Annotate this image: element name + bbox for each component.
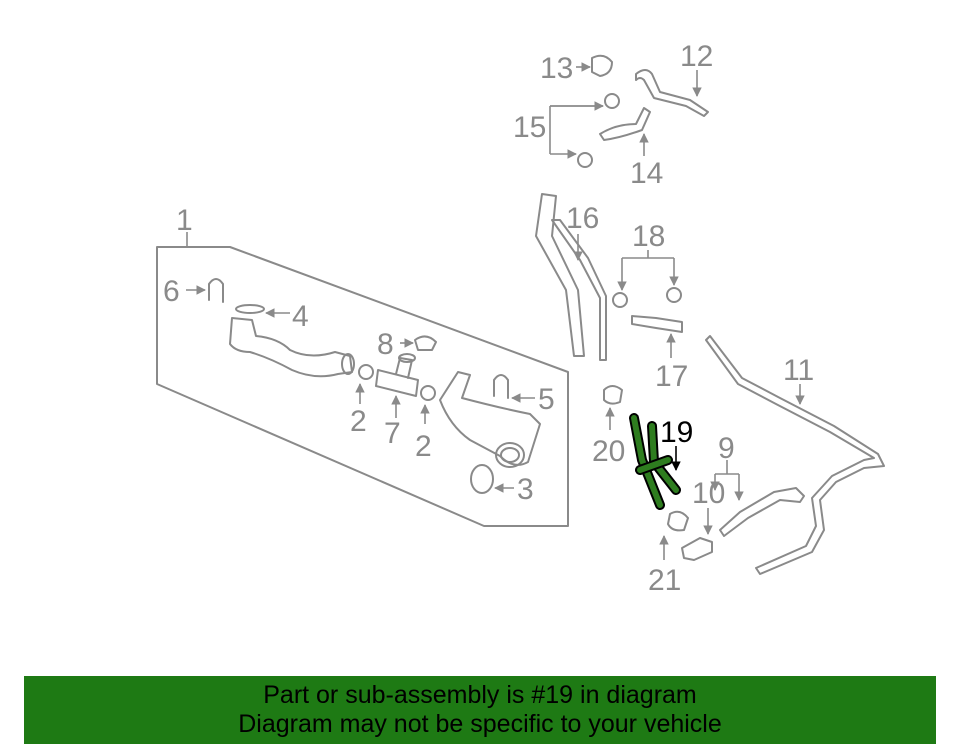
part-1-housing xyxy=(439,371,541,466)
part-13-clamp xyxy=(591,54,613,77)
part-19-hose xyxy=(629,413,681,510)
part-1-hose xyxy=(229,317,353,378)
part-21-clamp xyxy=(667,510,689,532)
callout-20: 20 xyxy=(592,435,625,468)
callout-5: 5 xyxy=(538,383,555,416)
part-5-clip xyxy=(493,374,509,399)
callout-1: 1 xyxy=(176,204,193,237)
callout-6: 6 xyxy=(163,275,180,308)
part-1-hose-end xyxy=(341,353,355,375)
callout-19: 19 xyxy=(660,416,693,449)
part-1-housing-port xyxy=(495,442,525,468)
part-14-hose xyxy=(599,107,651,141)
leader-15 xyxy=(549,105,603,154)
banner-line-1: Part or sub-assembly is #19 in diagram xyxy=(263,681,697,709)
part-18-clamp-b xyxy=(666,287,682,303)
part-8-cap xyxy=(414,335,437,351)
part-2-clamp-b xyxy=(420,385,436,401)
callout-2a: 2 xyxy=(350,405,367,438)
callout-17: 17 xyxy=(655,360,688,393)
info-banner: Part or sub-assembly is #19 in diagram D… xyxy=(24,676,936,744)
callout-12: 12 xyxy=(680,40,713,73)
assembly-outline-1 xyxy=(156,246,569,527)
callout-8: 8 xyxy=(377,328,394,361)
banner-line-2: Diagram may not be specific to your vehi… xyxy=(238,710,722,738)
callout-14: 14 xyxy=(630,157,663,190)
callout-9: 9 xyxy=(718,432,735,465)
callout-18: 18 xyxy=(632,220,665,253)
part-16-pipe-branch xyxy=(551,219,607,361)
callout-16: 16 xyxy=(566,202,599,235)
callout-15: 15 xyxy=(513,111,546,144)
part-6-bracket xyxy=(208,278,224,303)
part-17-hose xyxy=(631,315,683,333)
part-11-pipe xyxy=(705,335,885,575)
part-15-clamp-b xyxy=(577,152,593,168)
callout-7: 7 xyxy=(384,417,401,450)
callout-2b: 2 xyxy=(415,430,432,463)
part-12-hose xyxy=(635,69,709,117)
part-10-connector xyxy=(681,537,713,561)
part-20-clamp xyxy=(603,385,623,405)
part-3-gasket xyxy=(470,464,494,494)
callout-21: 21 xyxy=(648,564,681,597)
callout-13: 13 xyxy=(540,52,573,85)
part-2-clamp-a xyxy=(358,364,374,380)
callout-3: 3 xyxy=(517,473,534,506)
part-1-housing-port-inner xyxy=(500,447,520,463)
callout-4: 4 xyxy=(292,300,309,333)
part-7-tee-top xyxy=(398,353,416,363)
part-16-pipe xyxy=(535,193,585,357)
part-18-clamp-a xyxy=(612,292,628,308)
part-9-hose xyxy=(719,487,805,537)
callout-10: 10 xyxy=(692,477,725,510)
part-7-tee xyxy=(375,357,419,397)
part-15-clamp-a xyxy=(604,93,620,109)
callout-11: 11 xyxy=(783,354,814,387)
part-4-oring xyxy=(235,304,265,314)
